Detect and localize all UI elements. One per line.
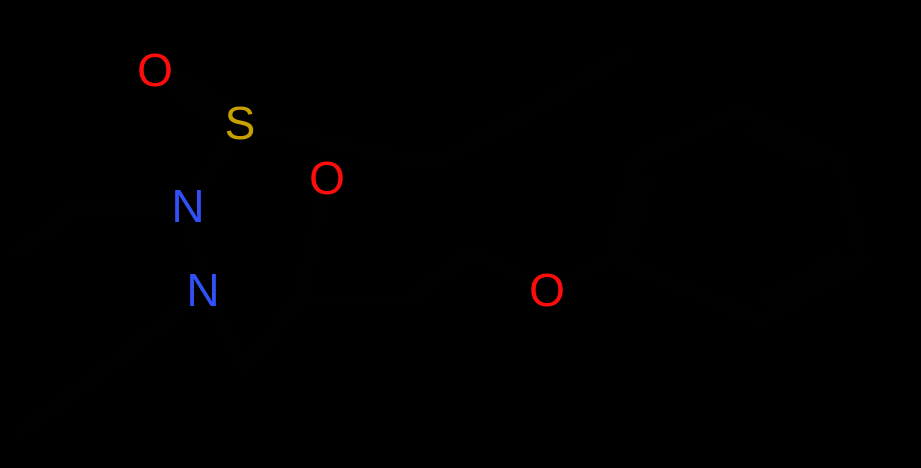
bond-o1-s1-b xyxy=(177,73,226,107)
atom-label-o-o1: O xyxy=(137,44,173,96)
atom-label-o-o3: O xyxy=(529,264,565,316)
bond-c9-o3 xyxy=(468,248,528,282)
bond-c12-c13-inner xyxy=(745,127,821,169)
bond-n1-n2 xyxy=(189,228,202,268)
bond-c10-c11-outer xyxy=(608,156,640,262)
bond-c13-c14 xyxy=(836,156,866,266)
atom-label-n-n2: N xyxy=(186,264,219,316)
bond-c15-c10 xyxy=(608,254,764,324)
bond-s1-n1 xyxy=(198,141,230,188)
bond-c1-c2 xyxy=(14,202,82,256)
bond-c16-c17 xyxy=(428,108,534,168)
bond-c12-c13-outer xyxy=(736,106,844,164)
bond-c11-c12 xyxy=(632,106,744,164)
bond-o3-c10 xyxy=(566,254,616,283)
bond-layer xyxy=(14,50,866,434)
atom-label-o-o2: O xyxy=(309,152,345,204)
bond-n2-c3 xyxy=(114,303,187,364)
bond-c8-c9 xyxy=(406,248,476,304)
bond-s1-c16 xyxy=(261,124,436,168)
bond-c17-c18 xyxy=(526,50,630,116)
bond-o1-s1-a xyxy=(169,86,218,120)
atom-label-s-s1: S xyxy=(225,97,256,149)
bond-c6-o2 xyxy=(296,199,325,304)
bond-c10-c11-inner xyxy=(626,175,651,250)
bond-c3-c4 xyxy=(18,356,122,434)
bond-c14-c15-inner xyxy=(765,254,842,302)
bond-c5-c6 xyxy=(240,296,304,370)
atom-label-n-n1: N xyxy=(171,180,204,232)
bond-n2-c5 xyxy=(211,309,248,370)
bond-c14-c15-outer xyxy=(756,258,866,324)
